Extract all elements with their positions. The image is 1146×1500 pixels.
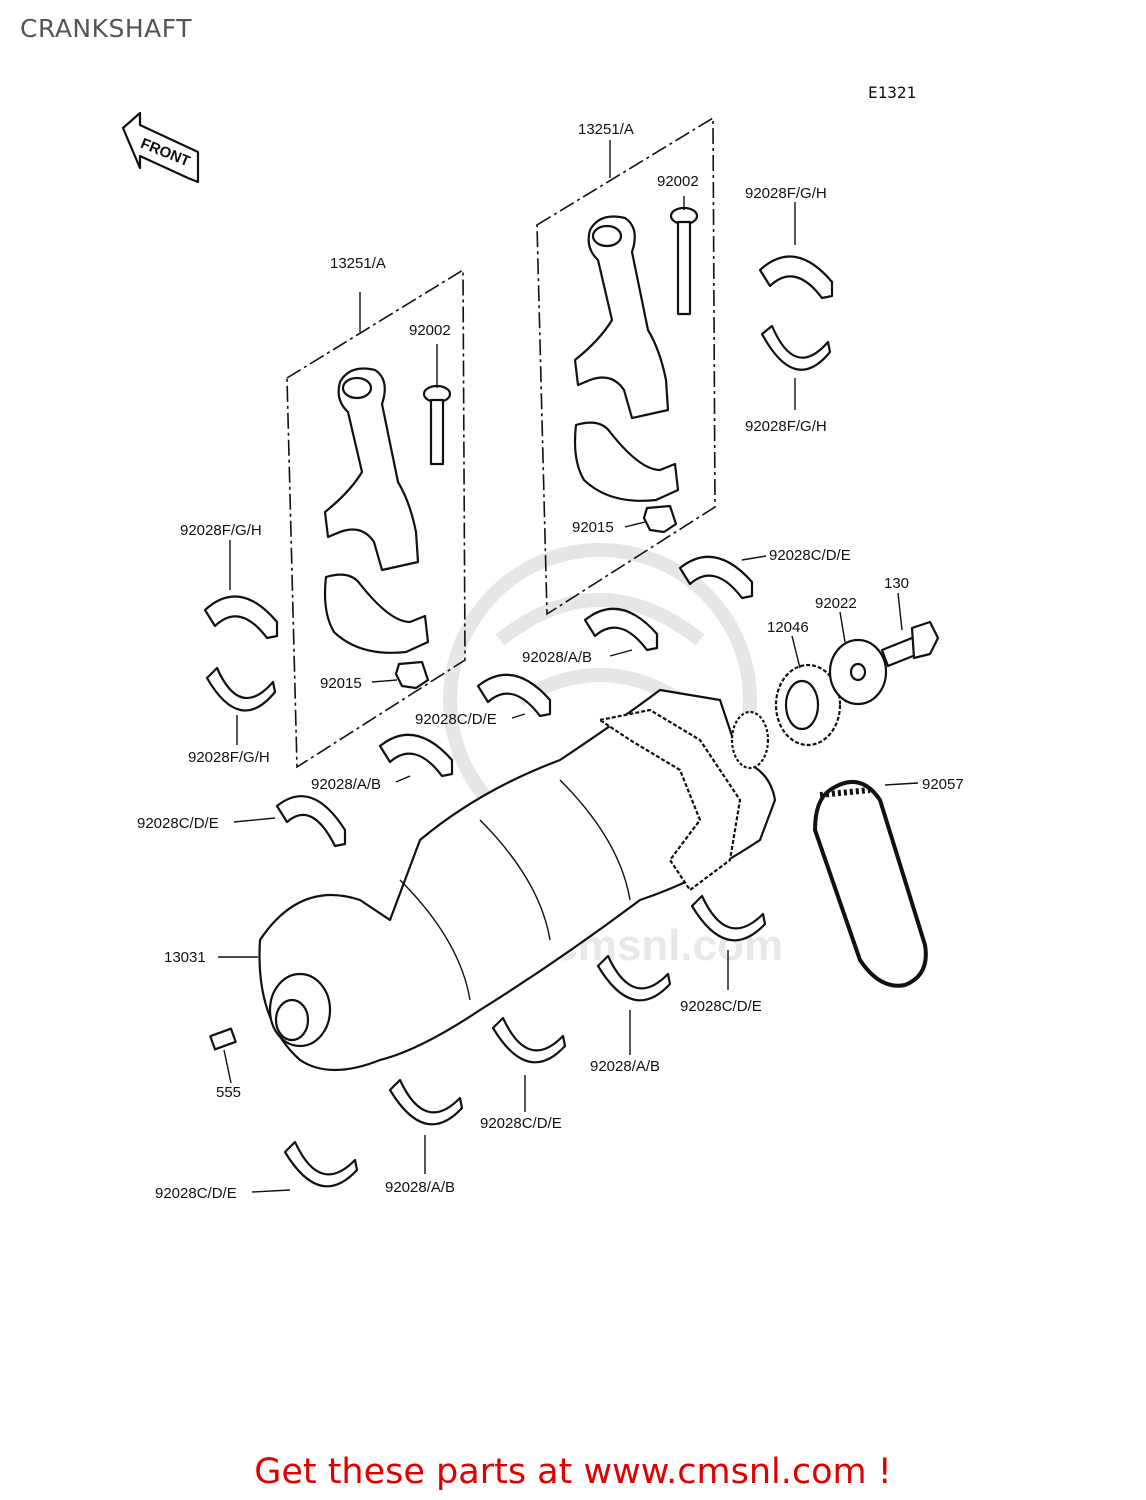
washer-92022 xyxy=(828,638,888,706)
label-92002-left: 92002 xyxy=(409,322,451,339)
label-555: 555 xyxy=(216,1084,241,1101)
label-92028CDE-6: 92028C/D/E xyxy=(155,1185,237,1202)
label-12046: 12046 xyxy=(767,619,809,636)
label-92028FGH-top-lower: 92028F/G/H xyxy=(745,418,827,435)
label-92028CDE-4: 92028C/D/E xyxy=(680,998,762,1015)
label-92028AB-2: 92028/A/B xyxy=(311,776,381,793)
label-13031: 13031 xyxy=(164,949,206,966)
label-92028AB-3: 92028/A/B xyxy=(590,1058,660,1075)
crankshaft-13031 xyxy=(258,688,777,1072)
bearing-shells xyxy=(203,255,834,1188)
bolt-92002-right xyxy=(669,206,699,316)
label-92028CDE-2: 92028C/D/E xyxy=(415,711,497,728)
conrod-right xyxy=(573,215,680,502)
label-92015-left: 92015 xyxy=(320,675,362,692)
bolt-92002-left xyxy=(422,384,452,466)
leader-lines xyxy=(218,196,919,1193)
label-130: 130 xyxy=(884,575,909,592)
label-92028CDE-5: 92028C/D/E xyxy=(480,1115,562,1132)
label-92028FGH-left-lower: 92028F/G/H xyxy=(188,749,270,766)
label-13251A-right: 13251/A xyxy=(578,121,634,138)
diagram-code: E1321 xyxy=(868,83,916,102)
label-92022: 92022 xyxy=(815,595,857,612)
label-92028FGH-top-upper: 92028F/G/H xyxy=(745,185,827,202)
cam-chain-92057 xyxy=(812,780,928,988)
label-92028CDE-3: 92028C/D/E xyxy=(137,815,219,832)
nut-92015-left xyxy=(394,660,430,690)
conrod-left xyxy=(323,367,430,654)
label-92028CDE-1: 92028C/D/E xyxy=(769,547,851,564)
pin-555 xyxy=(209,1027,237,1051)
label-92028FGH-left-upper: 92028F/G/H xyxy=(180,522,262,539)
label-92028AB-4: 92028/A/B xyxy=(385,1179,455,1196)
label-92028AB-1: 92028/A/B xyxy=(522,649,592,666)
nut-92015-right xyxy=(642,504,678,534)
label-13251A-left: 13251/A xyxy=(330,255,386,272)
page-title: CRANKSHAFT xyxy=(20,14,192,43)
label-92057: 92057 xyxy=(922,776,964,793)
label-92002-right: 92002 xyxy=(657,173,699,190)
conrod-group-left-box xyxy=(286,268,466,769)
conrod-group-right-box xyxy=(536,116,716,616)
bolt-130 xyxy=(880,620,940,668)
front-arrow-icon: FRONT xyxy=(121,111,200,184)
sprocket-12046 xyxy=(774,663,842,747)
label-92015-right: 92015 xyxy=(572,519,614,536)
footer-cta-link[interactable]: Get these parts at www.cmsnl.com ! xyxy=(254,1452,892,1492)
